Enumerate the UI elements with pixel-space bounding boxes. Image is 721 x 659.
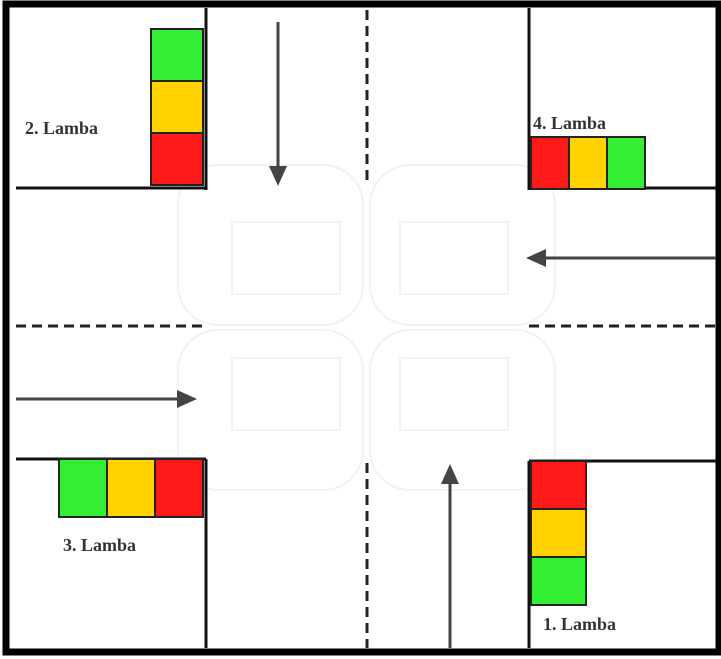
signal-green-l3 — [58, 458, 108, 518]
west-road-arrow — [16, 390, 197, 408]
signal-green-l4 — [606, 136, 646, 190]
traffic-light-l4 — [530, 136, 646, 190]
intersection-faint-outline — [177, 164, 556, 491]
traffic-light-l3 — [58, 458, 204, 518]
signal-green-l1 — [530, 556, 587, 606]
signal-yellow-l2 — [150, 80, 204, 134]
traffic-lights — [58, 28, 646, 606]
signal-yellow-l3 — [106, 458, 156, 518]
south-road-arrow — [441, 464, 459, 648]
east-road-arrow — [526, 249, 716, 267]
signal-red-l1 — [530, 460, 587, 510]
traffic-light-l1 — [530, 460, 587, 606]
lamp-4-label: 4. Lamba — [533, 113, 607, 133]
lamp-2-label: 2. Lamba — [25, 118, 99, 138]
traffic-light-l2 — [150, 28, 204, 186]
lamp-3-label: 3. Lamba — [63, 535, 137, 555]
signal-green-l2 — [150, 28, 204, 82]
signal-yellow-l4 — [568, 136, 608, 190]
signal-red-l2 — [150, 132, 204, 186]
direction-arrows — [16, 22, 716, 648]
signal-red-l3 — [154, 458, 204, 518]
signal-yellow-l1 — [530, 508, 587, 558]
lane-dividers — [16, 10, 716, 648]
north-road-arrow — [269, 22, 287, 186]
lamp-1-label: 1. Lamba — [543, 614, 617, 634]
signal-red-l4 — [530, 136, 570, 190]
